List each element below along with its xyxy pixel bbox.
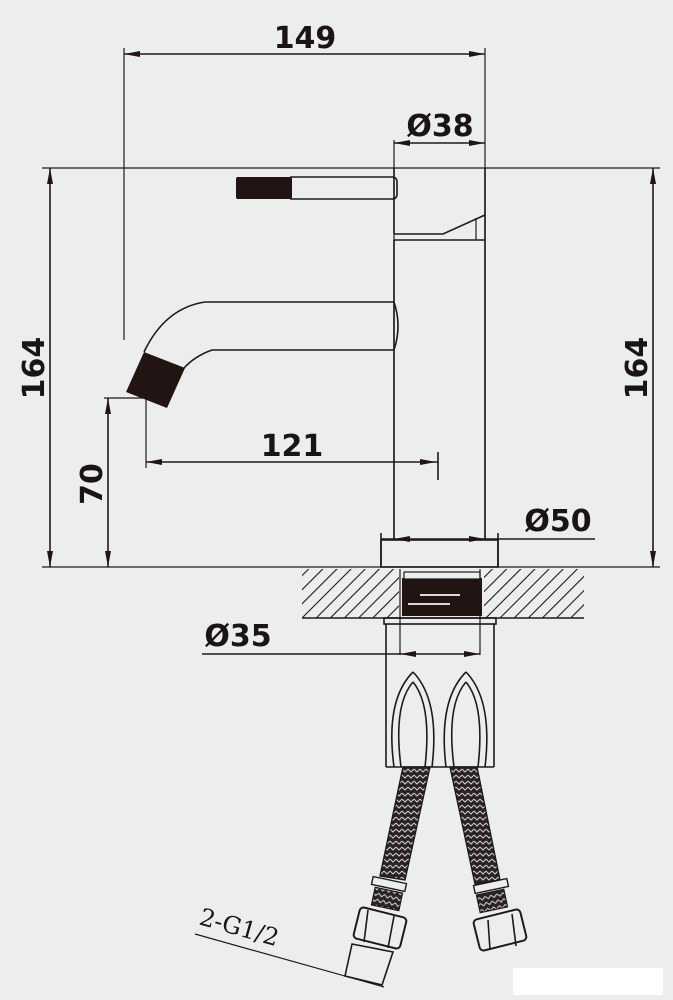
dimension-shank-diameter: Ø35 <box>202 569 481 657</box>
label-121: 121 <box>261 429 324 464</box>
hose-inlets <box>391 671 488 768</box>
faucet-body <box>393 168 486 540</box>
label-diameter-35: Ø35 <box>204 619 271 654</box>
faucet-shank <box>385 624 495 768</box>
label-164-left: 164 <box>17 337 52 400</box>
dimension-overall-width: 149 <box>123 21 486 540</box>
faucet-spout <box>126 301 399 408</box>
faucet-handle <box>236 176 398 200</box>
label-thread-g12: 2-G1/2 <box>196 903 282 952</box>
faucet-base: Ø50 <box>380 504 595 568</box>
label-70: 70 <box>75 463 110 505</box>
dimension-height-left: 164 <box>17 168 53 567</box>
braided-hoses <box>344 766 528 986</box>
label-diameter-38: Ø38 <box>406 109 473 144</box>
label-149: 149 <box>274 21 337 56</box>
label-diameter-50: Ø50 <box>524 504 591 539</box>
dimension-body-diameter: Ø38 <box>393 109 485 540</box>
dimension-spout-reach: 121 <box>145 398 439 480</box>
watermark-blank-box <box>513 968 663 995</box>
label-164-right: 164 <box>620 337 655 400</box>
countertop-section <box>302 569 584 625</box>
faucet-cartridge-housing <box>393 168 486 241</box>
dimension-spout-height: 70 <box>75 397 148 567</box>
dimension-height-right: 164 <box>620 168 656 567</box>
